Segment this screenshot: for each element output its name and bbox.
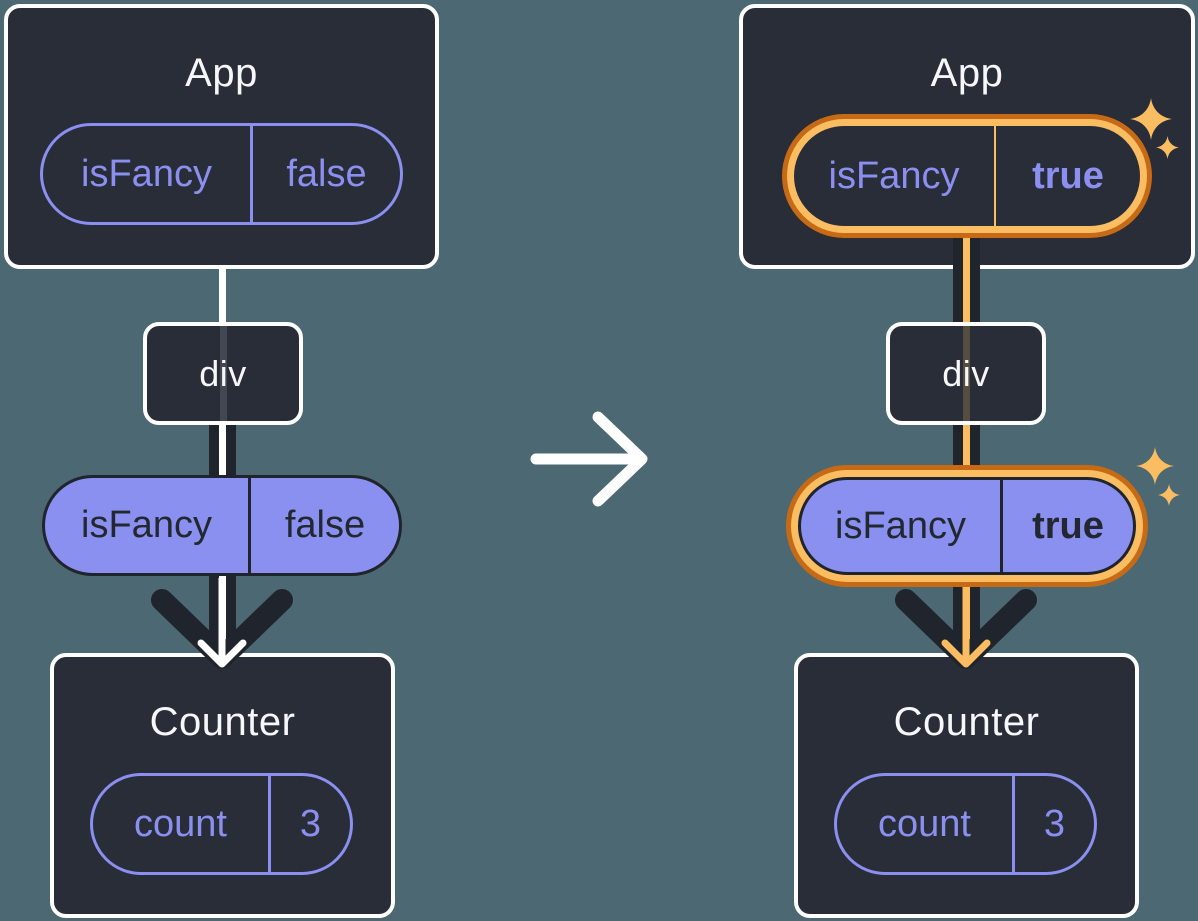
highlight-ring-inner: isFancy true xyxy=(787,119,1147,233)
flow-arrowhead-icon xyxy=(895,578,1037,669)
div-label: div xyxy=(199,352,247,394)
counter-state-value: 3 xyxy=(268,776,350,872)
flow-line xyxy=(953,232,980,324)
counter-title: Counter xyxy=(149,700,296,744)
state-name: isFancy xyxy=(828,154,960,197)
state-value: true xyxy=(994,126,1140,226)
counter-state-pill: count 3 xyxy=(834,773,1097,875)
div-label: div xyxy=(942,352,990,394)
highlight-ring: isFancy true xyxy=(786,465,1148,587)
flow-line-core xyxy=(219,423,226,477)
sparkle-icon-small xyxy=(1156,136,1179,159)
sparkle-icon-large xyxy=(1136,447,1174,485)
state-pill: isFancy false xyxy=(40,123,403,225)
passed-prop-pill: isFancy false xyxy=(42,475,402,576)
transition-arrow-icon xyxy=(530,411,648,507)
flow-line xyxy=(209,423,236,477)
flow-arrowhead-icon xyxy=(151,578,293,669)
counter-state-value: 3 xyxy=(1012,776,1094,872)
sparkle-icon-large xyxy=(1130,98,1172,140)
prop-value: false xyxy=(248,478,399,573)
highlight-ring: isFancy true xyxy=(782,114,1152,238)
flow-line xyxy=(219,266,226,324)
state-name: isFancy xyxy=(81,152,212,195)
div-node: div xyxy=(886,322,1046,425)
highlight-ring-inner: isFancy true xyxy=(791,470,1143,582)
app-title: App xyxy=(185,51,258,95)
prop-name: isFancy xyxy=(835,504,966,547)
passed-prop-pill: isFancy true xyxy=(798,477,1136,575)
counter-state-pill: count 3 xyxy=(90,773,353,875)
state-value: false xyxy=(250,126,400,222)
prop-value: true xyxy=(1000,480,1133,572)
flow-line-ghost xyxy=(962,326,970,421)
state-pill: isFancy true xyxy=(794,126,1140,226)
counter-state-name: count xyxy=(134,802,227,845)
div-node: div xyxy=(143,322,303,425)
app-title: App xyxy=(930,51,1004,95)
prop-name: isFancy xyxy=(81,504,212,546)
flow-line-core xyxy=(963,423,970,477)
counter-title: Counter xyxy=(893,700,1040,744)
flow-line-core xyxy=(963,232,970,324)
counter-state-name: count xyxy=(878,802,971,845)
flow-line-ghost xyxy=(219,326,227,421)
sparkle-icon-small xyxy=(1158,484,1180,506)
